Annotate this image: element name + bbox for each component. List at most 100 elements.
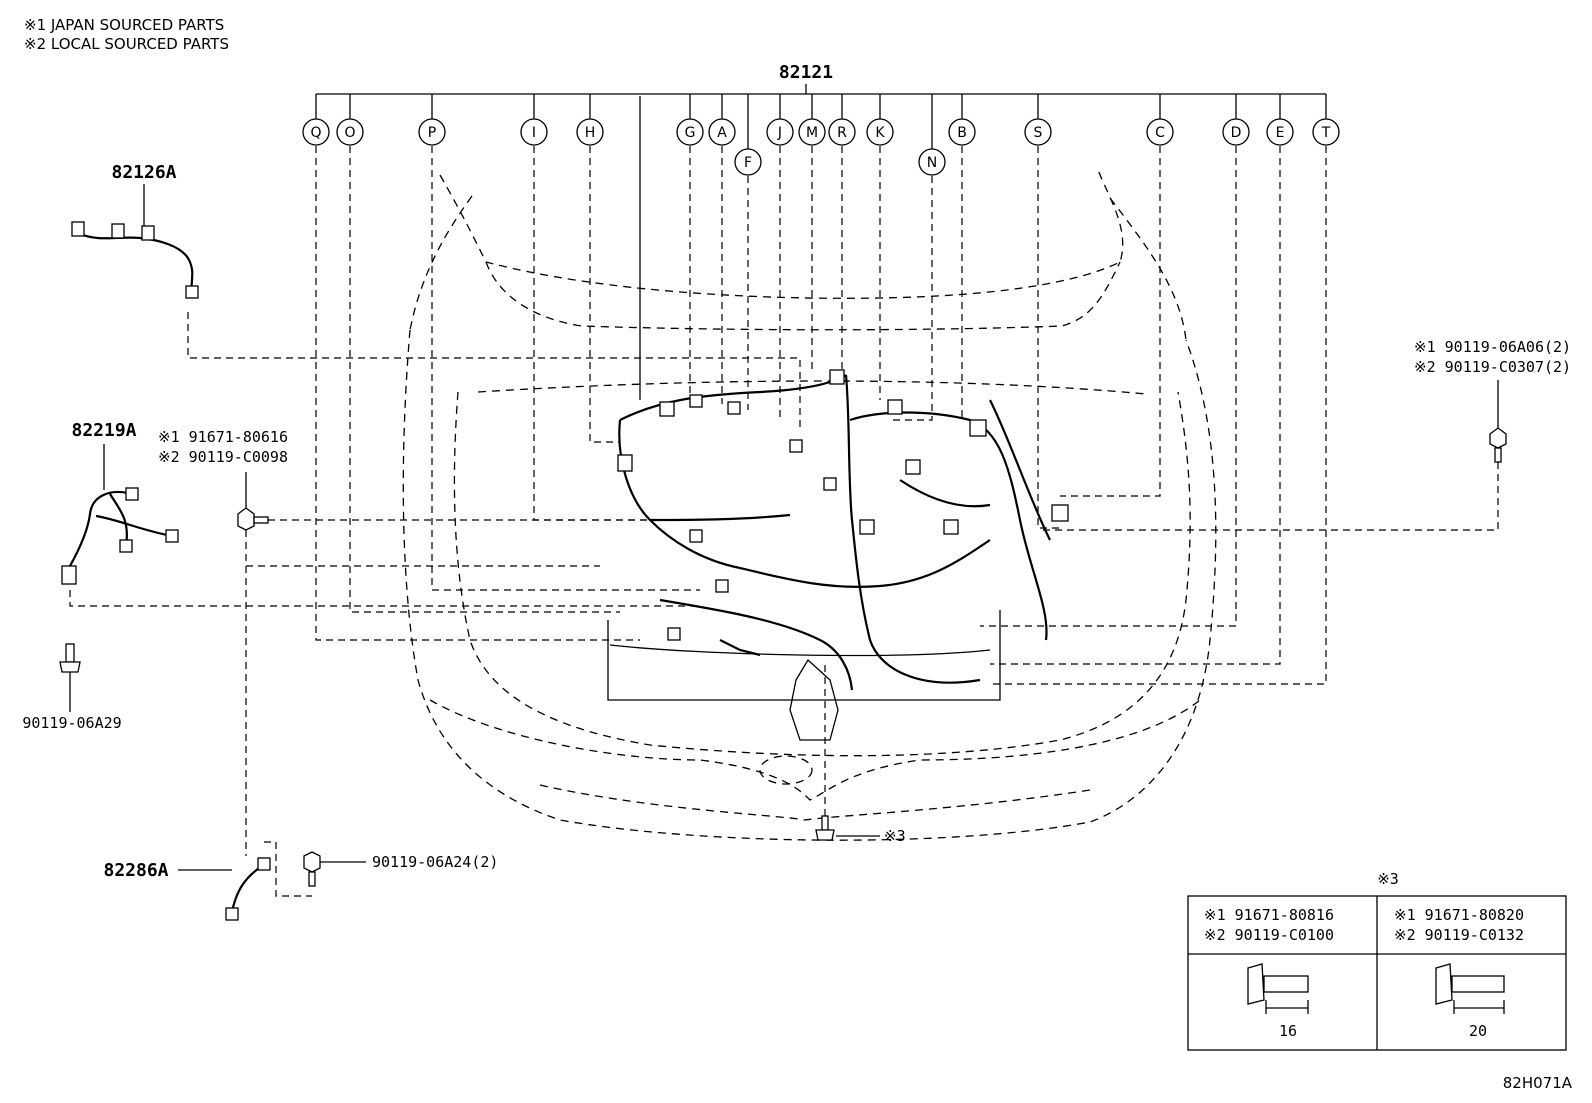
- callout-circle: [734, 148, 762, 176]
- callout-i[interactable]: I: [520, 94, 548, 146]
- part-82126A-harness[interactable]: [71, 184, 199, 299]
- bolt-right[interactable]: [1489, 380, 1507, 463]
- bolt-right-line1: ※1 90119-06A06(2): [1414, 338, 1571, 356]
- callout-q[interactable]: Q: [302, 94, 330, 146]
- callout-label: F: [744, 155, 752, 171]
- part-82286A-harness[interactable]: [178, 857, 271, 921]
- bolt-left-upper-leader-2: [245, 530, 600, 567]
- callout-label: P: [428, 125, 436, 141]
- callout-g[interactable]: G: [676, 94, 704, 146]
- callout-label: T: [1321, 125, 1331, 141]
- callout-label: I: [532, 125, 536, 141]
- callout-p[interactable]: P: [418, 94, 446, 146]
- callout-label: B: [957, 125, 967, 141]
- bolt-left-upper[interactable]: [237, 472, 269, 531]
- callout-label: Q: [310, 125, 321, 141]
- bolt-90119-06A29[interactable]: [59, 643, 81, 712]
- note-local-sourced: ※2 LOCAL SOURCED PARTS: [24, 35, 229, 53]
- bolt-left-upper-line1: ※1 91671-80616: [158, 428, 288, 446]
- note-japan-sourced: ※1 JAPAN SOURCED PARTS: [24, 16, 224, 34]
- ref3-table-left-line1: ※1 91671-80816: [1204, 906, 1334, 924]
- callout-circle: [676, 118, 704, 146]
- bolt-right-leader: [1040, 462, 1499, 531]
- bolt-right-line2: ※2 90119-C0307(2): [1414, 358, 1571, 376]
- callout-circle: [418, 118, 446, 146]
- callout-circle: [866, 118, 894, 146]
- part-82126A-leader: [187, 312, 801, 432]
- callout-m[interactable]: M: [798, 94, 826, 146]
- callout-f[interactable]: F: [734, 94, 762, 176]
- callout-k[interactable]: K: [866, 94, 894, 146]
- callout-t[interactable]: T: [1312, 94, 1340, 146]
- callout-c[interactable]: C: [1146, 94, 1174, 146]
- callout-label: M: [806, 125, 818, 141]
- ref3-table-right-line2: ※2 90119-C0132: [1394, 926, 1524, 944]
- ref3-table: [1187, 895, 1567, 1051]
- ref3-table-right-dim: 20: [1469, 1022, 1487, 1040]
- ref3-table-right-bolt: [1435, 963, 1505, 1014]
- part-82286A-bracket: [264, 841, 312, 897]
- callout-d[interactable]: D: [1222, 94, 1250, 146]
- main-part-number[interactable]: 82121: [779, 62, 833, 83]
- bolt-90119-06A24[interactable]: [303, 851, 366, 887]
- callout-label: J: [777, 125, 782, 141]
- diagram-code: 82H071A: [1503, 1074, 1573, 1092]
- callout-j[interactable]: J: [766, 94, 794, 146]
- callout-e[interactable]: E: [1266, 94, 1294, 146]
- main-part-bracket: [316, 84, 1326, 95]
- callout-label: G: [685, 125, 696, 141]
- bolt-ref3-label: ※3: [884, 827, 906, 845]
- callout-n[interactable]: N: [918, 94, 946, 176]
- callout-circle: [302, 118, 330, 146]
- part-82219A-leader: [69, 590, 700, 607]
- callout-label: O: [344, 125, 355, 141]
- callout-circle: [1312, 118, 1340, 146]
- callout-label: K: [875, 125, 885, 141]
- part-82219A-label[interactable]: 82219A: [71, 420, 136, 441]
- engine-harness-82121[interactable]: [617, 369, 1069, 691]
- callout-circle: [576, 118, 604, 146]
- callout-label: D: [1231, 125, 1242, 141]
- ref3-table-left-bolt: [1247, 963, 1309, 1014]
- ref3-table-left-line2: ※2 90119-C0100: [1204, 926, 1334, 944]
- part-82126A-label[interactable]: 82126A: [111, 162, 176, 183]
- callout-circle: [766, 118, 794, 146]
- callout-circle: [336, 118, 364, 146]
- bolt-left-upper-line2: ※2 90119-C0098: [158, 448, 288, 466]
- bolt-90119-06A29-label: 90119-06A29: [22, 714, 121, 732]
- bolt-90119-06A24-label: 90119-06A24(2): [372, 853, 498, 871]
- callout-o[interactable]: O: [336, 94, 364, 146]
- callout-r[interactable]: R: [828, 94, 856, 146]
- callout-label: H: [585, 125, 596, 141]
- callout-circle: [828, 118, 856, 146]
- callout-circle: [708, 118, 736, 146]
- callout-b[interactable]: B: [948, 94, 976, 146]
- ref3-table-title: ※3: [1377, 870, 1399, 888]
- callout-circle: [1266, 118, 1294, 146]
- callout-circle: [1146, 118, 1174, 146]
- callout-label: A: [717, 125, 727, 141]
- callout-label: R: [837, 125, 847, 141]
- vehicle-body-outline: [402, 169, 1217, 841]
- part-82286A-label[interactable]: 82286A: [103, 860, 168, 881]
- callout-circle: [1024, 118, 1052, 146]
- ref3-table-right-line1: ※1 91671-80820: [1394, 906, 1524, 924]
- callout-label: N: [927, 155, 937, 171]
- callout-circle: [918, 148, 946, 176]
- callout-h[interactable]: H: [576, 94, 604, 146]
- part-82219A-harness[interactable]: [61, 444, 179, 585]
- callout-label: C: [1155, 125, 1165, 141]
- ref3-table-left-dim: 16: [1279, 1022, 1297, 1040]
- bolt-ref3[interactable]: [815, 815, 880, 841]
- callout-circle: [948, 118, 976, 146]
- callout-s[interactable]: S: [1024, 94, 1052, 146]
- callout-a[interactable]: A: [708, 94, 736, 146]
- callout-label: E: [1276, 125, 1285, 141]
- callout-label: S: [1034, 125, 1043, 141]
- callout-layer: Q O P I H G A F J M R K N B S C D E T: [302, 94, 1340, 176]
- callout-leaders: [315, 96, 1327, 685]
- callout-circle: [798, 118, 826, 146]
- callout-circle: [1222, 118, 1250, 146]
